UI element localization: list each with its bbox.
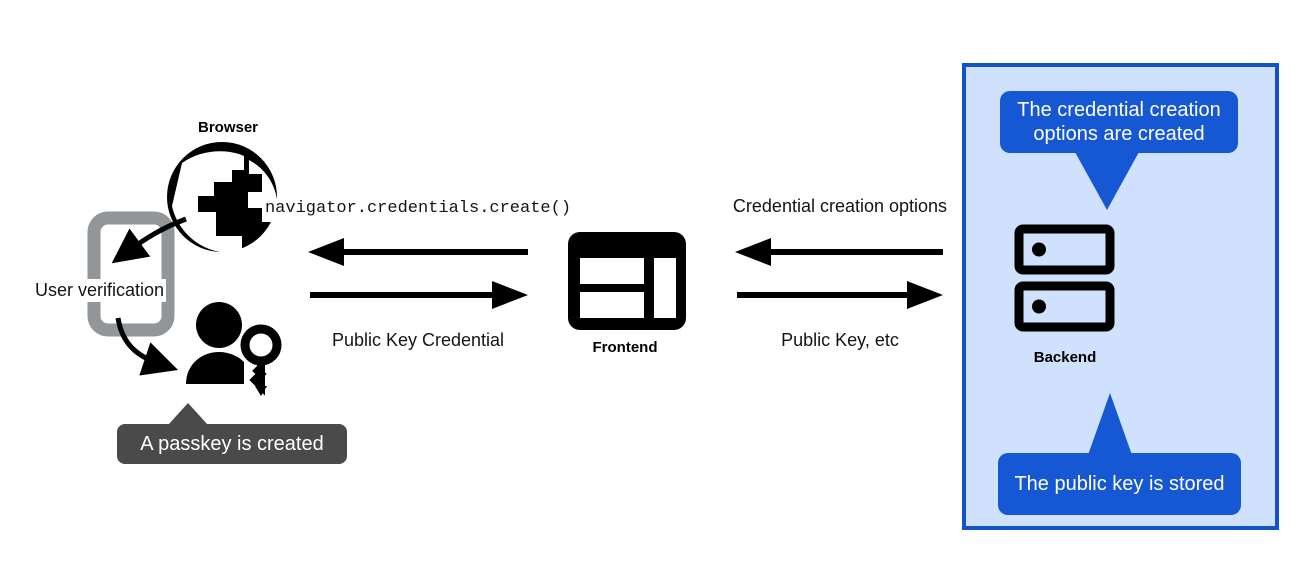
callout-public-key-stored-tail: [1088, 393, 1132, 455]
arrow-credential-creation-options: [735, 238, 943, 266]
arrow-phone-to-user: [115, 317, 179, 376]
edge-label-credential-creation-options: Credential creation options: [732, 196, 948, 216]
arrow-browser-to-phone: [111, 216, 187, 264]
tooltip-passkey-created: A passkey is created: [117, 424, 347, 464]
callout-credential-options: The credential creation options are crea…: [1000, 91, 1238, 153]
arrow-navigator-create: [308, 238, 528, 266]
edge-label-public-key-credential: Public Key Credential: [331, 330, 505, 350]
tooltip-passkey-created-tail: [168, 403, 208, 425]
arrow-public-key-etc: [737, 281, 943, 309]
node-label-backend: Backend: [1033, 349, 1097, 366]
callout-credential-options-tail: [1075, 152, 1139, 210]
annotation-user-verification: User verification: [33, 279, 167, 302]
node-label-browser: Browser: [197, 119, 259, 136]
node-label-frontend: Frontend: [592, 339, 658, 356]
callout-public-key-stored: The public key is stored: [998, 453, 1241, 515]
edge-label-navigator-credentials-create: navigator.credentials.create(): [264, 199, 572, 218]
arrow-public-key-credential: [310, 281, 528, 309]
edge-label-public-key-etc: Public Key, etc: [781, 330, 899, 350]
